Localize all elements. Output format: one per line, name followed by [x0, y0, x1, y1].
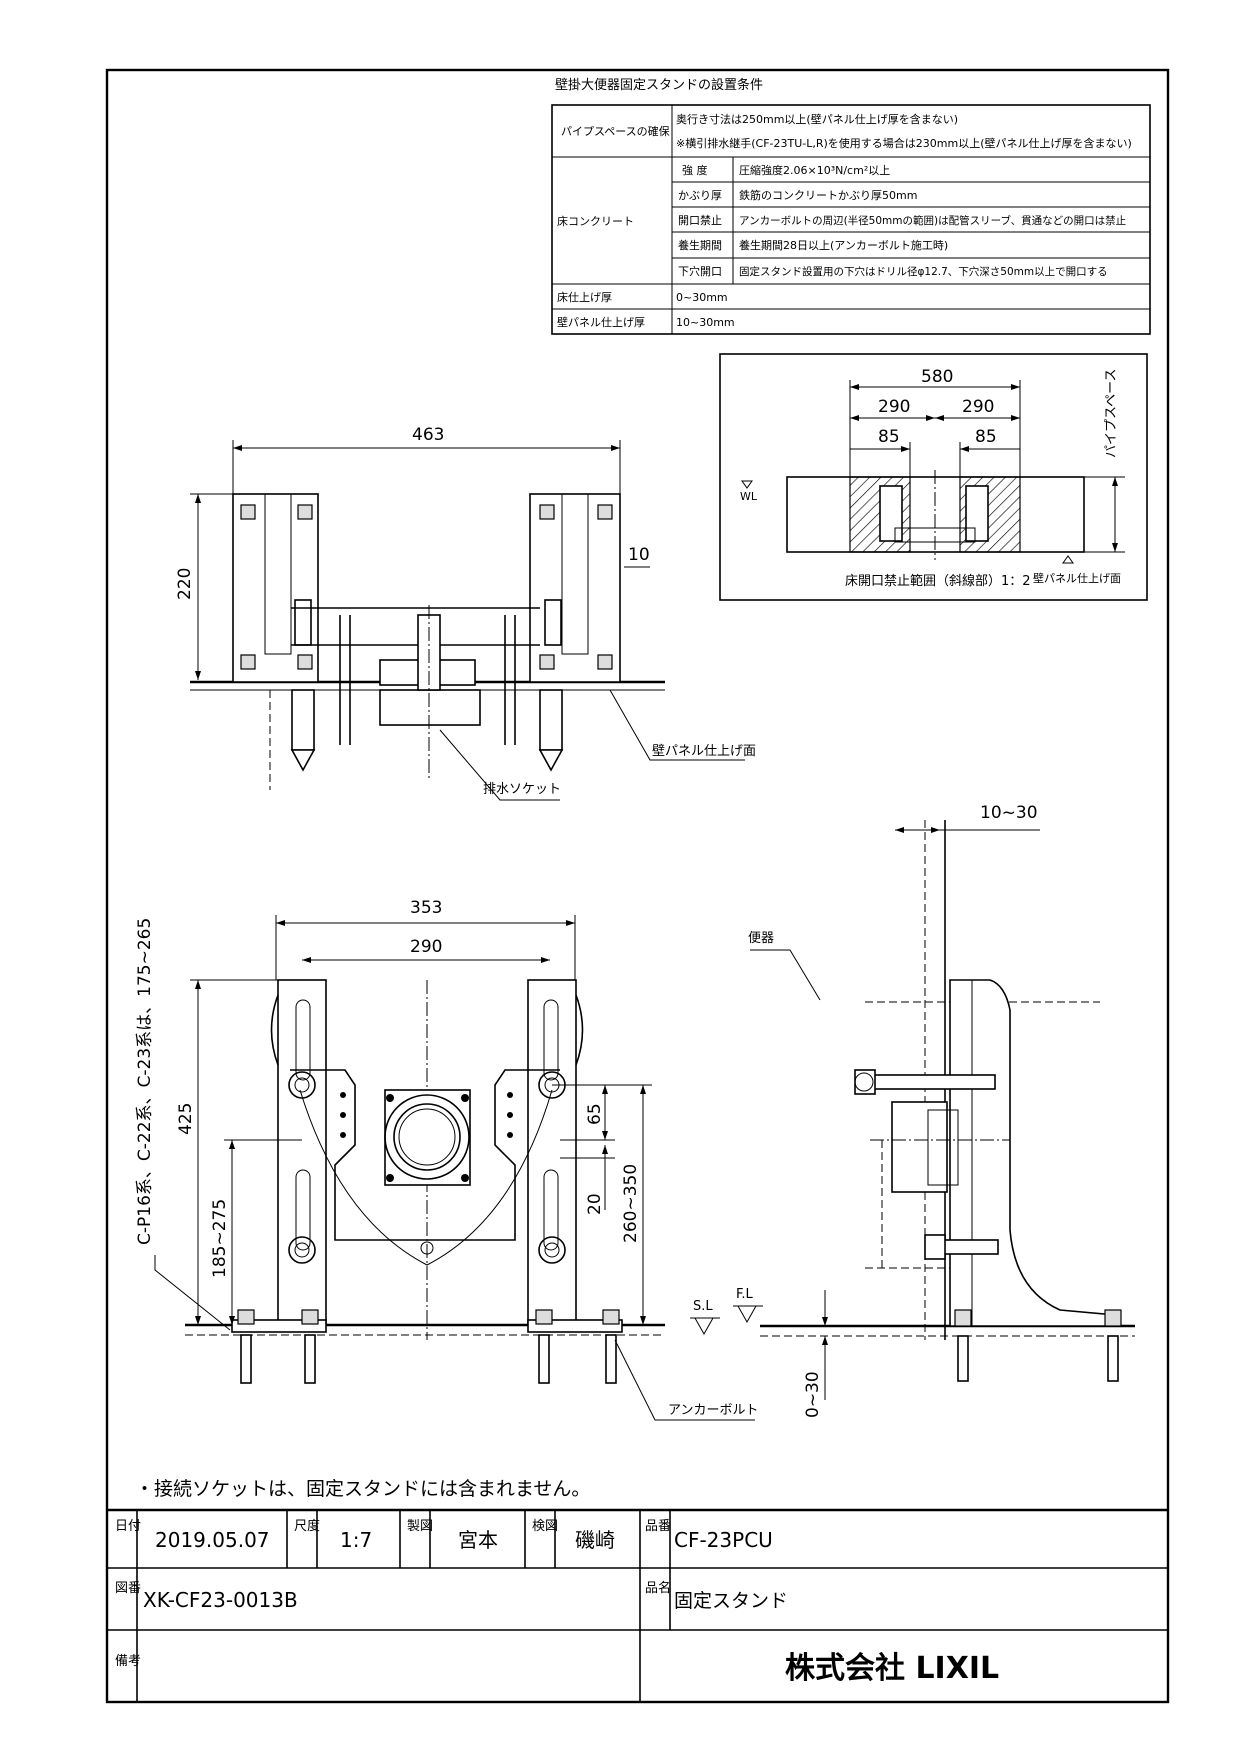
row-value-opening: アンカーボルトの周辺(半径50mmの範囲)は配管スリーブ、貫通などの開口は禁止: [739, 214, 1126, 227]
dim-220: 220: [175, 568, 195, 600]
row-sub-cover: かぶり厚: [678, 189, 722, 202]
row-label-wall-finish: 壁パネル仕上げ厚: [557, 315, 645, 329]
conditions-table: 壁掛大便器固定スタンドの設置条件 パイプスペースの確保 奥行き寸法は250mm以…: [551, 77, 1151, 335]
dim-260-350: 260~350: [621, 1164, 641, 1243]
dim-0-30: 0~30: [803, 1371, 823, 1418]
row-value-cover: 鉄筋のコンクリートかぶり厚50mm: [739, 188, 917, 202]
part-name-value: 固定スタンド: [674, 1590, 788, 1612]
fl-label: F.L: [736, 1287, 754, 1302]
note: ・接続ソケットは、固定スタンドには含まれません。: [135, 1478, 590, 1500]
row-sub-opening: 開口禁止: [678, 214, 722, 227]
wl-label: WL: [740, 490, 758, 503]
sheet-border: [105, 68, 1170, 1704]
company-logo: 株式会社 LIXIL: [785, 1651, 999, 1686]
toilet-label: 便器: [748, 931, 774, 946]
row-label-pipe-space: パイプスペースの確保: [561, 124, 670, 138]
row-sub-strength: 強 度: [682, 163, 708, 177]
side-view: 10~30 便器 0~30: [748, 803, 1135, 1418]
dim-10: 10: [628, 545, 650, 565]
pipe-space-label: パイプスペース: [1104, 369, 1119, 458]
dim-290-left: 290: [878, 397, 910, 417]
row-value-floor-finish: 0~30mm: [676, 291, 728, 304]
front-view: 353 290: [135, 898, 763, 1421]
drawn-label: 製図: [407, 1519, 433, 1534]
dim-580: 580: [921, 367, 953, 387]
row-sub-curing: 養生期間: [678, 238, 722, 252]
dim-290-right: 290: [962, 397, 994, 417]
row-value-strength: 圧縮強度2.06×10³N/cm²以上: [739, 163, 890, 177]
scale-value: 1:7: [340, 1528, 372, 1552]
dim-65: 65: [585, 1103, 605, 1125]
dim-185-275: 185~275: [210, 1199, 230, 1278]
dim-10-30: 10~30: [980, 803, 1038, 823]
scale-label: 尺度: [294, 1518, 320, 1534]
row-value-wall-finish: 10~30mm: [676, 316, 735, 329]
row-value-curing: 養生期間28日以上(アンカーボルト施工時): [739, 238, 948, 252]
drawing-no-label: 図番: [115, 1581, 141, 1596]
row-value-pilot-hole: 固定スタンド設置用の下穴はドリル径φ12.7、下穴深さ50mm以上で開口する: [739, 265, 1108, 278]
floor-opening-detail: 580 290 290 85 85 パイプスペース WL 床開口禁止範囲（斜線部…: [719, 353, 1148, 601]
dim-85-right: 85: [975, 427, 997, 447]
floor-detail-caption: 床開口禁止範囲（斜線部）1：2: [845, 573, 1031, 589]
dim-290: 290: [410, 937, 442, 957]
top-view: 463 220 10: [175, 425, 756, 801]
drain-socket-label: 排水ソケット: [483, 782, 561, 797]
drawn-by: 宮本: [458, 1528, 498, 1552]
dim-side-text: C-P16系、C-22系、C-23系は、175~265: [135, 918, 155, 1245]
title-block: 日付 2019.05.07 尺度 1:7 製図 宮本 検図 磯崎 品番 CF-2…: [107, 1508, 1168, 1702]
row-sub-pilot-hole: 下穴開口: [678, 264, 722, 278]
sl-label: S.L: [693, 1299, 713, 1314]
dim-463: 463: [412, 425, 444, 445]
dim-353: 353: [410, 898, 442, 918]
dim-85-left: 85: [878, 427, 900, 447]
row-label-floor-concrete: 床コンクリート: [557, 214, 634, 228]
date-value: 2019.05.07: [155, 1528, 270, 1552]
check-label: 検図: [532, 1519, 558, 1534]
drawing-no-value: XK-CF23-0013B: [143, 1588, 298, 1612]
remarks-label: 備考: [115, 1653, 141, 1669]
row-label-floor-finish: 床仕上げ厚: [557, 290, 612, 304]
row-value-pipe-space: 奥行き寸法は250mm以上(壁パネル仕上げ厚を含まない): [676, 112, 958, 126]
date-label: 日付: [115, 1519, 141, 1534]
wall-panel-finish-label: 壁パネル仕上げ面: [652, 744, 756, 759]
dim-20: 20: [585, 1193, 605, 1215]
anchor-bolt-label: アンカーボルト: [668, 1403, 758, 1418]
wall-finish-label: 壁パネル仕上げ面: [1033, 571, 1121, 585]
conditions-title: 壁掛大便器固定スタンドの設置条件: [555, 77, 763, 93]
row-value2-pipe-space: ※横引排水継手(CF-23TU-L,R)を使用する場合は230mm以上(壁パネル…: [676, 136, 1132, 150]
part-name-label: 品名: [645, 1580, 671, 1596]
part-no-label: 品番: [645, 1519, 671, 1534]
part-no-value: CF-23PCU: [674, 1528, 773, 1552]
dim-425: 425: [176, 1103, 196, 1135]
checked-by: 磯崎: [575, 1528, 615, 1552]
